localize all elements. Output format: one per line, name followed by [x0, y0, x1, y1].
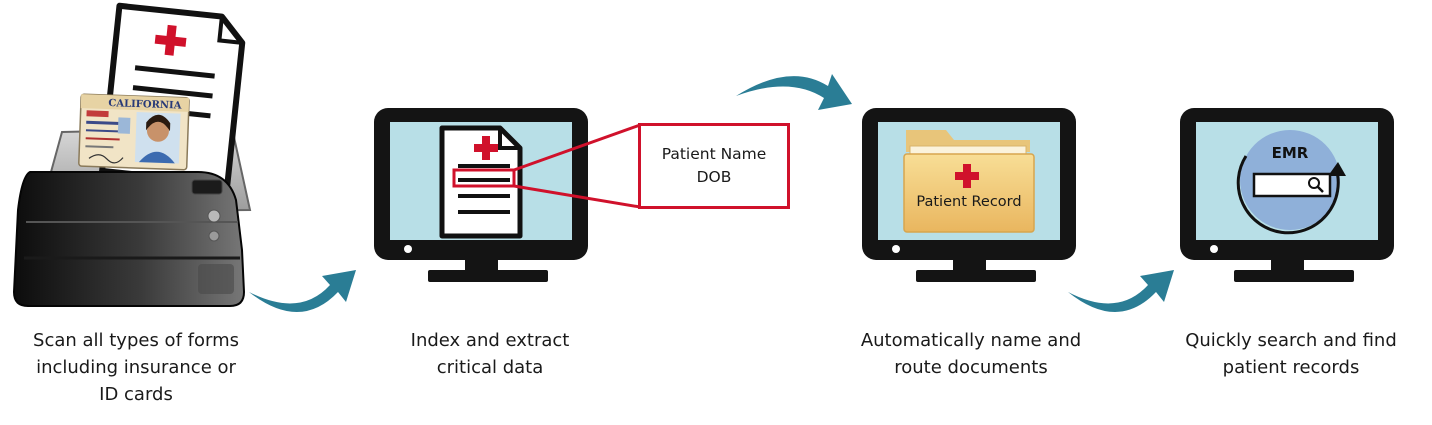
scanner-icon: [12, 171, 246, 307]
scanner-group: CALIFORNIA: [12, 2, 252, 307]
caption-line: route documents: [894, 357, 1048, 378]
arrow-icon: [1068, 270, 1174, 312]
id-card-state: CALIFORNIA: [108, 98, 182, 112]
search-icon: [1308, 177, 1324, 193]
caption-line: Quickly search and find: [1185, 330, 1397, 351]
callout-line-top: [513, 123, 641, 172]
folder-label: Patient Record: [916, 194, 1021, 210]
emr-search-graphic: [1236, 130, 1346, 235]
caption-line: Index and extract: [410, 330, 570, 351]
caption-line: Automatically name and: [860, 330, 1082, 351]
step-4-caption: Quickly search and find patient records: [1160, 327, 1422, 381]
caption-line: including insurance or: [36, 357, 236, 378]
caption-line: Scan all types of forms: [33, 330, 239, 351]
arrow-icon: [736, 74, 852, 110]
highlight-box: [452, 168, 516, 188]
step-2-caption: Index and extract critical data: [380, 327, 600, 381]
document-icon: [439, 125, 523, 239]
caption-line: ID cards: [99, 384, 173, 405]
arrow-icon: [249, 270, 356, 312]
emr-label: EMR: [1272, 144, 1309, 162]
step-3-caption: Automatically name and route documents: [836, 327, 1106, 381]
extracted-data-callout: Patient Name DOB: [638, 123, 790, 209]
id-card-icon: CALIFORNIA: [78, 93, 190, 171]
caption-line: patient records: [1222, 357, 1360, 378]
callout-dob: DOB: [696, 168, 732, 186]
folder-icon: [903, 130, 1035, 233]
cycle-arrow-icon: [1236, 155, 1340, 235]
callout-patient-name: Patient Name: [661, 145, 767, 163]
step-1-caption: Scan all types of forms including insura…: [6, 327, 266, 408]
callout-line-bottom: [513, 184, 641, 209]
caption-line: critical data: [436, 357, 544, 378]
